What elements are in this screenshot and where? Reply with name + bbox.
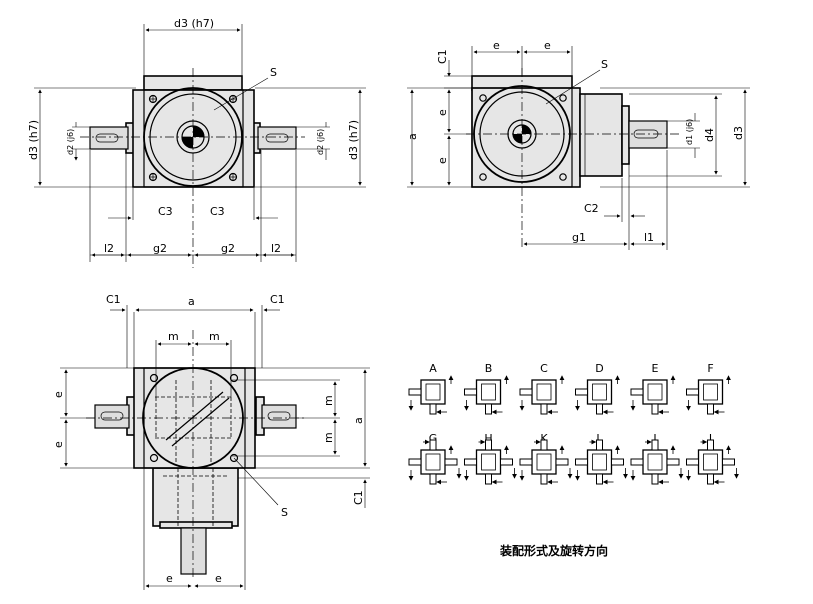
- mount-style-label: C: [540, 362, 548, 375]
- mount-style-e: E: [630, 362, 676, 415]
- dim-c1-right: C1: [270, 293, 285, 306]
- dim-e-left-1: e: [52, 391, 65, 398]
- dim-m-top-1: m: [168, 330, 179, 343]
- dim-a-right: a: [352, 417, 365, 424]
- dim-d2-j6-left: d2 (j6): [66, 129, 75, 155]
- mount-style-h: H: [464, 432, 517, 485]
- mount-style-k: K: [519, 432, 573, 485]
- dim-c3-left: C3: [158, 205, 173, 218]
- mount-style-l: L: [575, 432, 628, 485]
- dim-l2-left: l2: [104, 242, 114, 255]
- dim-c3-right: C3: [210, 205, 225, 218]
- mount-style-label: H: [484, 432, 492, 445]
- dim-a-top: a: [188, 295, 195, 308]
- mount-style-label: D: [595, 362, 603, 375]
- dim-e-top-1: e: [493, 39, 500, 52]
- dim-d3-h7-right: d3 (h7): [347, 120, 360, 160]
- mount-style-label: J: [708, 432, 712, 445]
- mount-style-label: B: [485, 362, 493, 375]
- dim-c2: C2: [584, 202, 599, 215]
- side-view: S e e C1 a e e d1 (j6) d4 d3 C2 g1 l1: [406, 39, 750, 250]
- mounting-styles-grid: A B C D E F G H K L I J: [408, 362, 739, 485]
- mount-style-a: A: [408, 362, 454, 415]
- dim-l2-right: l2: [271, 242, 281, 255]
- mount-style-label: A: [429, 362, 437, 375]
- dim-m-right-1: m: [322, 395, 335, 406]
- mount-style-j: J: [686, 432, 739, 485]
- dim-d2-j6-right: d2 (j6): [316, 129, 325, 155]
- mount-style-b: B: [464, 362, 509, 415]
- dim-c1-side: C1: [436, 49, 449, 64]
- dim-a-side: a: [406, 133, 419, 140]
- label-s-1: S: [270, 66, 277, 79]
- dim-d3-h7-top: d3 (h7): [174, 17, 214, 30]
- dim-c1-left: C1: [106, 293, 121, 306]
- dim-e-left-2: e: [52, 441, 65, 448]
- dim-e-side-1: e: [436, 109, 449, 116]
- caption: 装配形式及旋转方向: [499, 543, 608, 558]
- mount-style-label: L: [596, 432, 603, 445]
- dim-c1-bottom: C1: [352, 490, 365, 505]
- dim-m-right-2: m: [322, 432, 335, 443]
- label-s-2: S: [601, 58, 608, 71]
- mount-style-f: F: [686, 362, 731, 415]
- mount-style-label: K: [540, 432, 548, 445]
- mount-style-g: G: [408, 432, 462, 485]
- mount-style-label: E: [652, 362, 659, 375]
- dim-d3-side: d3: [732, 126, 745, 140]
- mount-style-c: C: [519, 362, 565, 415]
- dim-d3-h7-left: d3 (h7): [27, 120, 40, 160]
- mount-style-i: I: [630, 432, 684, 485]
- label-s-3: S: [281, 506, 288, 519]
- dim-d1-j6: d1 (j6): [685, 119, 694, 145]
- dim-e-top-2: e: [544, 39, 551, 52]
- dim-e-bottom-2: e: [215, 572, 222, 585]
- mount-style-label: I: [653, 432, 656, 445]
- dim-g2-left: g2: [153, 242, 167, 255]
- dim-g2-right: g2: [221, 242, 235, 255]
- mount-style-label: G: [429, 432, 438, 445]
- dim-l1: l1: [644, 231, 654, 244]
- front-view: S d3 (h7) d3 (h7) d3 (h7) d2 (j6) d2 (j6…: [27, 17, 366, 268]
- top-view: S C1 C1 a m m e e m m a C1 e e: [52, 293, 370, 590]
- dim-m-top-2: m: [209, 330, 220, 343]
- mount-style-d: D: [575, 362, 620, 415]
- dim-d4: d4: [703, 128, 716, 142]
- dim-e-side-2: e: [436, 157, 449, 164]
- mount-style-label: F: [707, 362, 713, 375]
- dim-e-bottom-1: e: [166, 572, 173, 585]
- dim-g1: g1: [572, 231, 586, 244]
